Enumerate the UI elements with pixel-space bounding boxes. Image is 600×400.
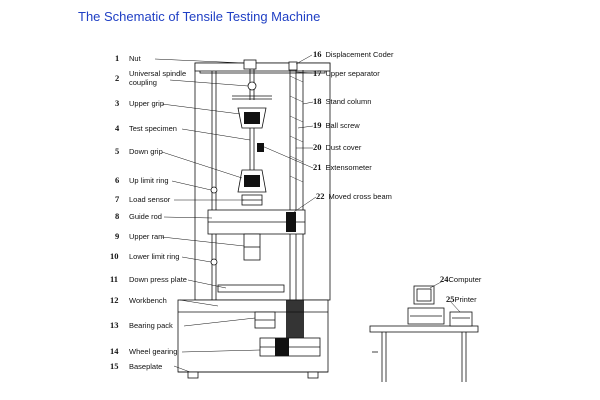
leader-lines-left: [154, 58, 261, 373]
moved-cross-beam: [207, 209, 306, 261]
computer-table: [369, 325, 479, 382]
stand-column: [289, 70, 304, 300]
limit-rings: [210, 186, 218, 266]
workbench: [177, 284, 329, 379]
machine-frame: [194, 62, 331, 301]
spindle-assembly: [232, 69, 272, 206]
computer: [407, 285, 445, 325]
printer: [449, 311, 473, 327]
leader-lines-devices: [429, 280, 461, 313]
label-printer: 25Printer: [446, 294, 477, 304]
label-computer: 24Computer: [440, 274, 482, 284]
page-title: The Schematic of Tensile Testing Machine: [78, 9, 321, 24]
leader-lines-right: [261, 54, 317, 213]
